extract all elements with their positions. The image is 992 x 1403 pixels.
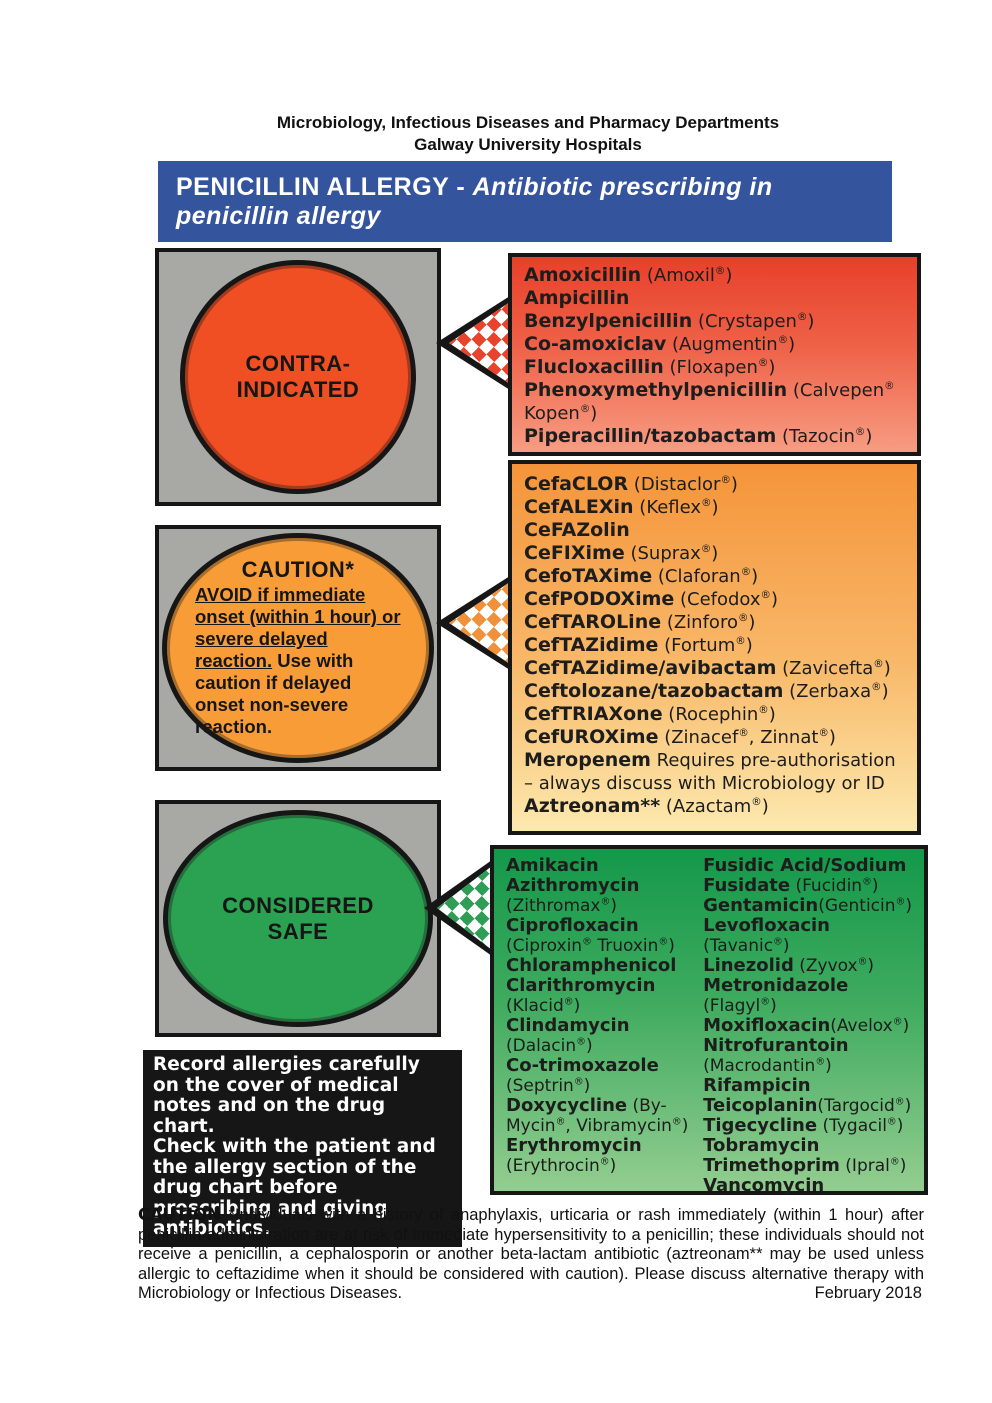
drug-item: Erythromycin (Erythrocin®) [506, 1135, 642, 1177]
drug-item: Vancomycin [703, 1175, 825, 1196]
contraindicated-label-1: CONTRA- [245, 351, 351, 376]
drug-item: CefTAZidime (Fortum®) [524, 634, 753, 656]
drug-item: Meropenem Requires pre-authorisation – a… [524, 749, 896, 794]
drug-item: Amikacin [506, 855, 599, 876]
drug-item: CeFAZolin [524, 519, 630, 541]
footnote-text: *Individuals with a history of anaphylax… [138, 1206, 924, 1302]
caution-use-text: Use with caution if delayed onset non-se… [195, 650, 354, 737]
contraindicated-panel: CONTRA- INDICATED [155, 248, 441, 506]
drug-item: Benzylpenicillin (Crystapen®) [524, 310, 815, 332]
drug-item: CefoTAXime (Claforan®) [524, 565, 759, 587]
drug-item: Flucloxacillin (Floxapen®) [524, 356, 776, 378]
title-subtitle: Antibiotic prescribing in penicillin all… [176, 172, 773, 230]
drug-item: Fusidic Acid/Sodium Fusidate (Fucidin®) [703, 855, 907, 897]
page-title: PENICILLIN ALLERGY - Antibiotic prescrib… [176, 173, 892, 231]
contraindicated-arrow-icon [436, 296, 510, 390]
drug-item: Tobramycin [703, 1135, 820, 1156]
caution-text: AVOID if immediate onset (within 1 hour)… [195, 584, 401, 738]
drug-item: Moxifloxacin(Avelox®) [703, 1015, 910, 1037]
drug-item: Amoxicillin (Amoxil®) [524, 264, 733, 286]
drug-item: Aztreonam** (Azactam®) [524, 795, 769, 817]
drug-item: Gentamicin(Genticin®) [703, 895, 912, 917]
drug-item: CefTRIAXone (Rocephin®) [524, 703, 776, 725]
safe-arrow-icon [424, 860, 492, 956]
safe-circle: CONSIDERED SAFE [163, 810, 433, 1027]
safe-label-1: CONSIDERED [222, 892, 374, 918]
drug-item: Ampicillin [524, 287, 630, 309]
title-banner: PENICILLIN ALLERGY - Antibiotic prescrib… [158, 161, 892, 242]
drug-item: Tigecycline (Tygacil®) [703, 1115, 904, 1137]
contraindicated-list: Amoxicillin (Amoxil®) Ampicillin Benzylp… [508, 253, 921, 456]
caution-label: CAUTION* [241, 557, 355, 582]
drug-item: Trimethoprim (Ipral®) [703, 1155, 907, 1177]
caution-list: CefaCLOR (Distaclor®) CefALEXin (Keflex®… [508, 460, 921, 835]
safe-panel: CONSIDERED SAFE [155, 800, 441, 1037]
caution-avoid-text: AVOID if immediate onset (within 1 hour)… [195, 584, 401, 671]
drug-item: Clindamycin (Dalacin®) [506, 1015, 630, 1057]
drug-item: Rifampicin [703, 1075, 811, 1096]
drug-item: CefaCLOR (Distaclor®) [524, 473, 738, 495]
notice-line-1: Record allergies carefully on the cover … [153, 1054, 420, 1137]
drug-item: Azithromycin (Zithromax®) [506, 875, 640, 917]
drug-item: Ciprofloxacin (Ciproxin® Truoxin®) [506, 915, 675, 957]
drug-item: CefTAZidime/avibactam (Zavicefta®) [524, 657, 891, 679]
drug-item: Phenoxymethylpenicillin (Calvepen® Kopen… [524, 379, 895, 424]
footnote-label: CAUTION [138, 1205, 221, 1224]
drug-item: CefPODOXime (Cefodox®) [524, 588, 779, 610]
drug-item: Linezolid (Zyvox®) [703, 955, 875, 977]
department-line: Microbiology, Infectious Diseases and Ph… [276, 113, 780, 132]
drug-item: Ceftolozane/tazobactam (Zerbaxa®) [524, 680, 889, 702]
record-allergies-notice: Record allergies carefully on the cover … [143, 1050, 462, 1247]
drug-item: CefTAROLine (Zinforo®) [524, 611, 756, 633]
caution-panel: CAUTION* AVOID if immediate onset (withi… [155, 525, 441, 771]
drug-item: Doxycycline (By-Mycin®, Vibramycin®) [506, 1095, 689, 1137]
title-main: PENICILLIN ALLERGY - [176, 172, 473, 201]
hospital-line: Galway University Hospitals [414, 135, 642, 154]
drug-item: Clarithromycin (Klacid®) [506, 975, 656, 1017]
drug-item: Piperacillin/tazobactam (Tazocin®) [524, 425, 873, 447]
drug-item: CeFIXime (Suprax®) [524, 542, 719, 564]
drug-item: Co-trimoxazole (Septrin®) [506, 1055, 659, 1097]
safe-list-left-column: Amikacin Azithromycin (Zithromax®) Cipro… [506, 856, 693, 1196]
drug-item: Metronidazole (Flagyl®) [703, 975, 849, 1017]
caution-circle: CAUTION* AVOID if immediate onset (withi… [162, 533, 434, 763]
contraindicated-circle: CONTRA- INDICATED [180, 260, 416, 494]
notice-line-2: Check with the patient and the allergy s… [153, 1136, 436, 1239]
drug-item: Levofloxacin (Tavanic®) [703, 915, 830, 957]
drug-item: Chloramphenicol [506, 955, 677, 976]
safe-list-right-column: Fusidic Acid/Sodium Fusidate (Fucidin®) … [703, 856, 912, 1196]
safe-list: Amikacin Azithromycin (Zithromax®) Cipro… [490, 845, 928, 1196]
drug-item: CefALEXin (Keflex®) [524, 496, 719, 518]
footnote: CAUTION *Individuals with a history of a… [138, 1205, 924, 1304]
drug-item: Nitrofurantoin (Macrodantin®) [703, 1035, 849, 1077]
drug-item: Teicoplanin(Targocid®) [703, 1095, 912, 1117]
contraindicated-label-2: INDICATED [236, 377, 360, 402]
safe-label-2: SAFE [267, 918, 329, 944]
drug-item: Co-amoxiclav (Augmentin®) [524, 333, 796, 355]
caution-arrow-icon [436, 576, 510, 670]
department-header: Microbiology, Infectious Diseases and Ph… [158, 112, 898, 156]
drug-item: CefUROXime (Zinacef®, Zinnat®) [524, 726, 836, 748]
footnote-date: February 2018 [814, 1284, 922, 1302]
